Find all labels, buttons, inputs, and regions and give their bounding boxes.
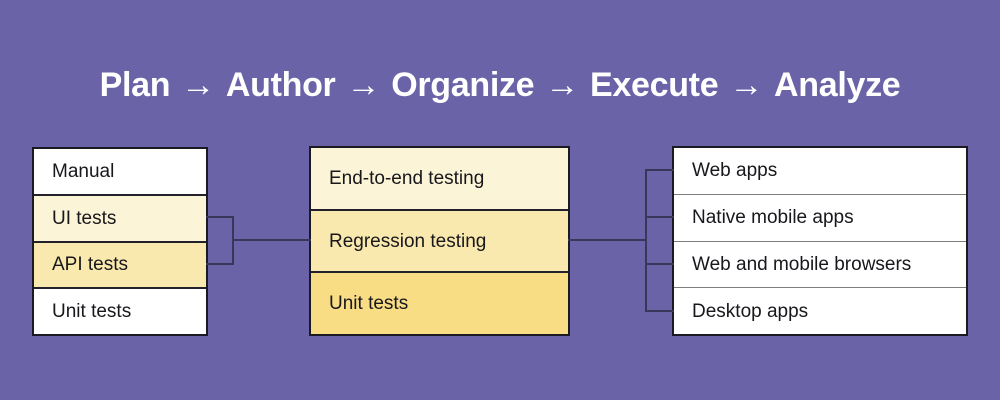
title-step-execute: Execute [590, 66, 719, 104]
connector-main-left [232, 239, 311, 241]
title-step-plan: Plan [99, 66, 171, 104]
connector-bracket-right [645, 169, 647, 312]
platforms-row-desktop-apps: Desktop apps [674, 287, 966, 334]
test-types-row-api-tests: API tests [34, 240, 206, 288]
test-types-row-manual: Manual [34, 149, 206, 194]
test-types-row-ui-tests: UI tests [34, 193, 206, 241]
title-step-author: Author [225, 66, 336, 104]
connector-stub-web-apps [645, 169, 674, 171]
title-step-analyze: Analyze [774, 66, 901, 104]
platforms-row-web-and-mobile-browsers: Web and mobile browsers [674, 240, 966, 288]
connector-main-right [568, 239, 647, 241]
target-platforms-box: Web apps Native mobile apps Web and mobi… [672, 146, 968, 336]
row-label: Unit tests [329, 293, 409, 315]
testing-categories-row-unit-tests: Unit tests [311, 271, 568, 335]
testing-categories-row-end-to-end: End-to-end testing [311, 148, 568, 209]
row-label: Unit tests [52, 301, 132, 323]
row-label: UI tests [52, 207, 117, 229]
row-label: Manual [52, 160, 115, 182]
row-label: Regression testing [329, 230, 487, 252]
row-label: Web apps [692, 160, 778, 182]
arrow-right-icon: → [346, 66, 381, 104]
connector-stub-web-mobile-browsers [645, 263, 674, 265]
title-step-organize: Organize [391, 66, 535, 104]
arrow-right-icon: → [545, 66, 579, 104]
platforms-row-web-apps: Web apps [674, 148, 966, 194]
row-label: End-to-end testing [329, 167, 485, 189]
connector-stub-desktop-apps [645, 310, 674, 312]
connector-stub-ui-tests [206, 216, 234, 218]
testing-categories-row-regression: Regression testing [311, 208, 568, 272]
platforms-row-native-mobile-apps: Native mobile apps [674, 193, 966, 241]
row-label: Web and mobile browsers [692, 253, 912, 275]
arrow-right-icon: → [181, 66, 215, 104]
test-types-box: Manual UI tests API tests Unit tests [32, 147, 208, 336]
row-label: Native mobile apps [692, 207, 854, 229]
test-types-row-unit-tests: Unit tests [34, 287, 206, 334]
arrow-right-icon: → [729, 66, 764, 104]
testing-categories-box: End-to-end testing Regression testing Un… [309, 146, 570, 336]
row-label: Desktop apps [692, 300, 809, 322]
connector-stub-api-tests [206, 263, 234, 265]
connector-stub-native-mobile-apps [645, 216, 674, 218]
row-label: API tests [52, 254, 129, 276]
workflow-title: Plan → Author → Organize → Execute → Analyze [0, 67, 1000, 103]
